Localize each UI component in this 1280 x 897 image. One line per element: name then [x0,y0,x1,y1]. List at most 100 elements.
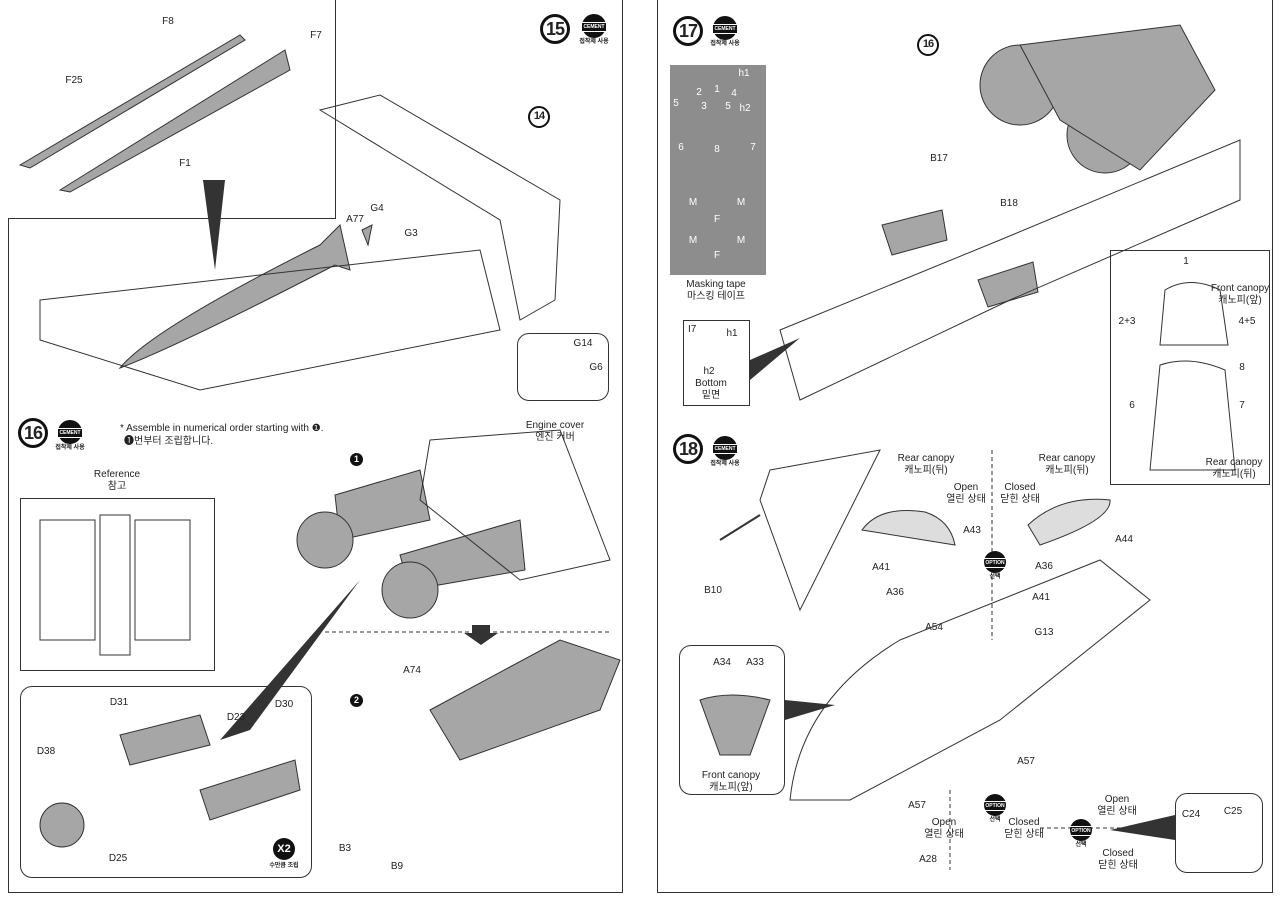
ladder-closed-en: Closed [1008,817,1040,828]
part-b18 [977,261,1039,308]
canopy-mask-6: 6 [1129,400,1135,411]
rear-canopy-open-ko: 캐노피(뒤) [904,465,948,476]
cement-text: CEMENT [582,22,606,32]
part-label-d38: D38 [36,746,56,757]
front-canopy-part [699,694,771,756]
mask-f1: F [713,214,721,225]
cement-icon: CEMENT [58,420,82,444]
canopy-mask-inset [1110,250,1270,485]
part-b17 [881,209,948,256]
assembly-note-ko: ❶번부터 조립합니다. [124,436,214,447]
wing-outline-18 [759,449,881,612]
option-text: OPTION [984,558,1006,568]
part-label-a41-closed: A41 [1032,592,1050,603]
mask-4: 4 [731,88,737,99]
front-canopy-label-ko: 캐노피(앞) [1218,295,1262,306]
part-label-a74: A74 [403,665,421,676]
cement-badge: CEMENT 접착제 사용 [705,16,745,48]
i7-h1: h1 [726,328,738,339]
ref-step-14: 14 [528,106,550,128]
part-label-g14: G14 [573,338,593,349]
canopy-mask-4-5: 4+5 [1238,316,1256,327]
engine-nacelles [1019,24,1216,171]
mask-h1: h1 [738,68,750,79]
mask-m4: M [736,235,746,246]
masking-tape-sheet [670,65,766,275]
substep-1-badge: 1 [350,453,363,466]
part-label-d31: D31 [109,697,129,708]
mask-5: 5 [725,101,731,112]
part-label-f25: F25 [65,75,83,86]
part-label-d23: D23 [226,712,246,723]
front-canopy-label-en: Front canopy [701,770,761,781]
x2-icon: X2 [273,838,295,860]
engine-cover-label-ko: 엔진 커버 [535,432,575,443]
mask-3: 3 [701,101,707,112]
mask-m1: M [688,197,698,208]
ladder-open-en: Open [931,817,957,828]
option-badge: OPTION 선택 [977,551,1013,581]
canopy-mask-8: 8 [1239,362,1245,373]
part-label-b18: B18 [1000,198,1018,209]
part-label-g13: G13 [1034,627,1054,638]
drop-tank-f1 [58,49,291,193]
engine-fan-2 [381,561,439,619]
cement-label: 접착제 사용 [710,41,740,47]
callout-pointer-18b [1110,815,1175,840]
divider-lines [325,450,1160,870]
front-canopy-label-en: Front canopy [1210,283,1270,294]
antenna-b10 [719,514,761,541]
reference-label-en: Reference [93,469,141,480]
canopy-mask-1: 1 [1183,256,1189,267]
rear-canopy-open-en: Rear canopy [897,453,955,464]
canopy-inset-outlines [1149,282,1236,471]
front-canopy-label-ko: 캐노피(앞) [709,782,753,793]
masking-tape-label-ko: 마스킹 테이프 [687,291,745,302]
part-label-a28: A28 [919,854,937,865]
part-label-a54: A54 [925,622,943,633]
part-label-b10: B10 [704,585,722,596]
rear-canopy-label-en: Rear canopy [1205,457,1263,468]
rear-canopy-closed-ko: 캐노피(뒤) [1045,465,1089,476]
option-text: OPTION [984,801,1006,811]
part-label-f7: F7 [310,30,322,41]
part-label-g3: G3 [404,228,418,239]
option-label: 선택 [989,574,1001,580]
ref-step-16: 16 [917,34,939,56]
drop-tank-f25 [18,34,246,169]
cement-badge: CEMENT 접착제 사용 [574,14,614,46]
exhaust-open-ko: 열린 상태 [1097,806,1137,817]
i7-inset [683,320,750,406]
part-label-d25: D25 [108,853,128,864]
fuselage-outline-17 [779,139,1241,401]
part-label-c24: C24 [1181,809,1201,820]
part-label-f1: F1 [179,158,191,169]
step-16-badge: 16 [18,418,48,448]
mask-7: 7 [750,142,756,153]
step-18-badge: 18 [673,434,703,464]
mask-m3: M [688,235,698,246]
rear-canopy-closed-en: Rear canopy [1038,453,1096,464]
rear-canopy-label-ko: 캐노피(뒤) [1212,469,1256,480]
ladder-closed-ko: 닫힌 상태 [1004,829,1044,840]
i7-title: I7 [688,324,697,335]
part-label-c25: C25 [1223,806,1243,817]
engine-cover-outline [419,429,611,581]
callout-pointer-15 [203,180,225,270]
mask-f2: F [713,250,721,261]
open-label-en: Open [953,482,979,493]
ladder-open-ko: 열린 상태 [924,829,964,840]
cement-text: CEMENT [713,24,737,34]
part-label-a57-closed: A57 [1017,756,1035,767]
engine-fan-1 [296,511,354,569]
mask-5b: 5 [673,98,679,109]
cement-label: 접착제 사용 [579,39,609,45]
step-15-badge: 15 [540,14,570,44]
option-icon: OPTION [1070,819,1092,841]
reference-engines-outline [39,514,191,656]
part-label-b17: B17 [930,153,948,164]
